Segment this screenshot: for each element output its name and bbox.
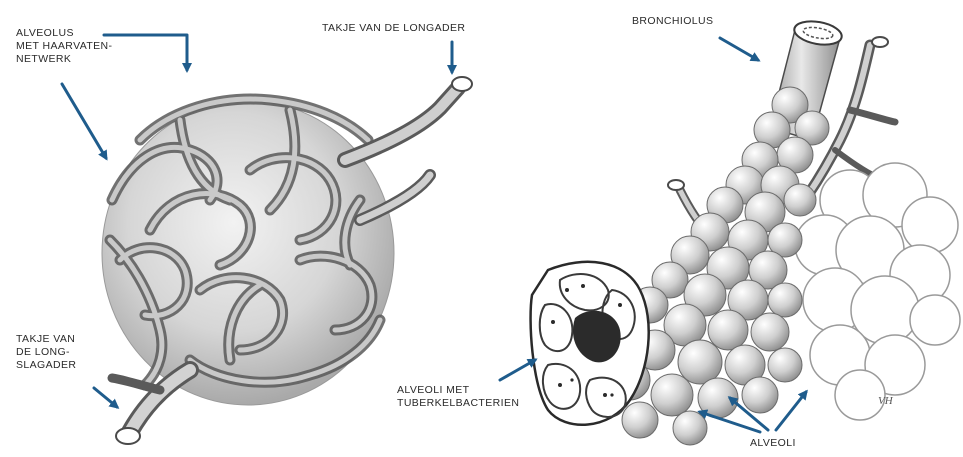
arrow-alveolus-top (104, 35, 187, 70)
bronchiole-illustration: VH (531, 18, 960, 445)
arrow-alveolus-side (62, 84, 106, 158)
arrow-pulmonary-artery (94, 388, 117, 407)
artist-signature: VH (878, 395, 894, 407)
label-alveoli: ALVEOLI (750, 437, 796, 450)
arrow-alveoli-3 (776, 392, 806, 430)
alveoli-cloud (795, 163, 960, 420)
label-pulmonary-vein: TAKJE VAN DE LONGADER (322, 22, 465, 35)
label-alveolus: ALVEOLUS MET HAARVATEN- NETWERK (16, 27, 112, 66)
label-alveoli-tb: ALVEOLI MET TUBERKELBACTERIEN (397, 384, 519, 410)
arrow-bronchiole (720, 38, 758, 60)
label-bronchiole: BRONCHIOLUS (632, 15, 713, 28)
alveoli-cross-section (531, 262, 649, 425)
label-pulmonary-artery: TAKJE VAN DE LONG- SLAGADER (16, 333, 76, 372)
arrow-alveoli-tb (500, 360, 535, 380)
alveoli-cluster (610, 87, 829, 445)
